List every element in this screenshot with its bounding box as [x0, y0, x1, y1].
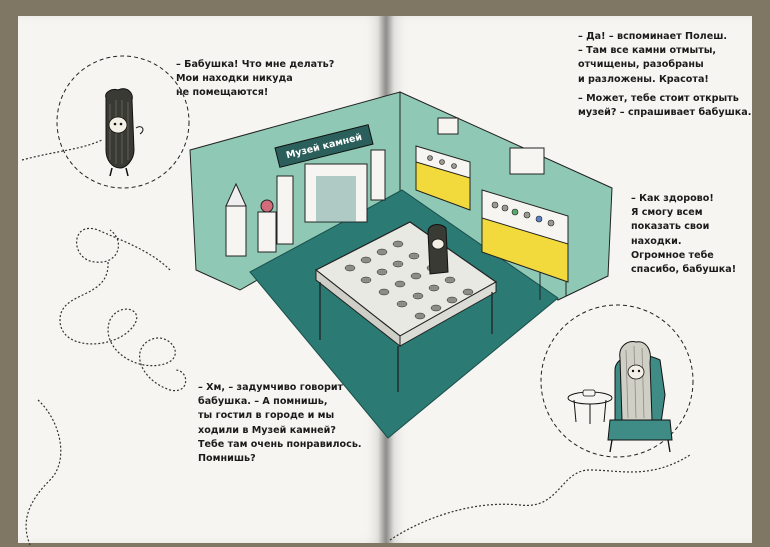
museum-room-illustration: Музей камней — [189, 91, 613, 439]
stone-exhibit-1 — [225, 182, 247, 207]
visitor-character — [427, 224, 449, 275]
museum-entrance-opening — [316, 176, 356, 222]
stone-exhibit-2 — [260, 199, 274, 213]
wall-info-frame-2 — [509, 147, 545, 175]
showcase-stones — [427, 155, 555, 227]
grandmother-in-armchair — [607, 341, 673, 453]
pedestal-center — [257, 211, 277, 253]
dialogue-grandmother-reminds: – Хм, – задумчиво говорит бабушка. – А п… — [198, 382, 362, 465]
phone-call-circle-right — [540, 304, 694, 458]
character-polesh-on-phone — [105, 88, 144, 177]
side-table-with-phone — [567, 389, 613, 424]
dialogue-polesh-thanks: – Как здорово! Я смогу всем показать сво… — [631, 193, 737, 276]
wall-info-frame-1 — [437, 117, 459, 135]
phone-cord-corner — [25, 399, 62, 546]
phone-call-circle-left — [56, 55, 190, 189]
museum-entrance — [304, 163, 368, 223]
dialogue-polesh-question: – Бабушка! Что мне делать? Мои находки н… — [176, 59, 335, 99]
column-right — [370, 149, 386, 201]
dialogue-grandmother-suggestion: – Может, тебе стоит открыть музей? – спр… — [578, 93, 752, 119]
dialogue-polesh-remembers: – Да! – вспоминает Полеш. – Там все камн… — [578, 31, 728, 85]
table-side-right — [399, 281, 497, 347]
pedestal-left — [225, 205, 247, 257]
phone-cord-left-swirl — [21, 139, 187, 392]
table-stones — [344, 240, 474, 320]
museum-sign-plate — [274, 124, 374, 168]
column-left — [276, 175, 294, 245]
phone-cord-bottom — [389, 454, 691, 541]
